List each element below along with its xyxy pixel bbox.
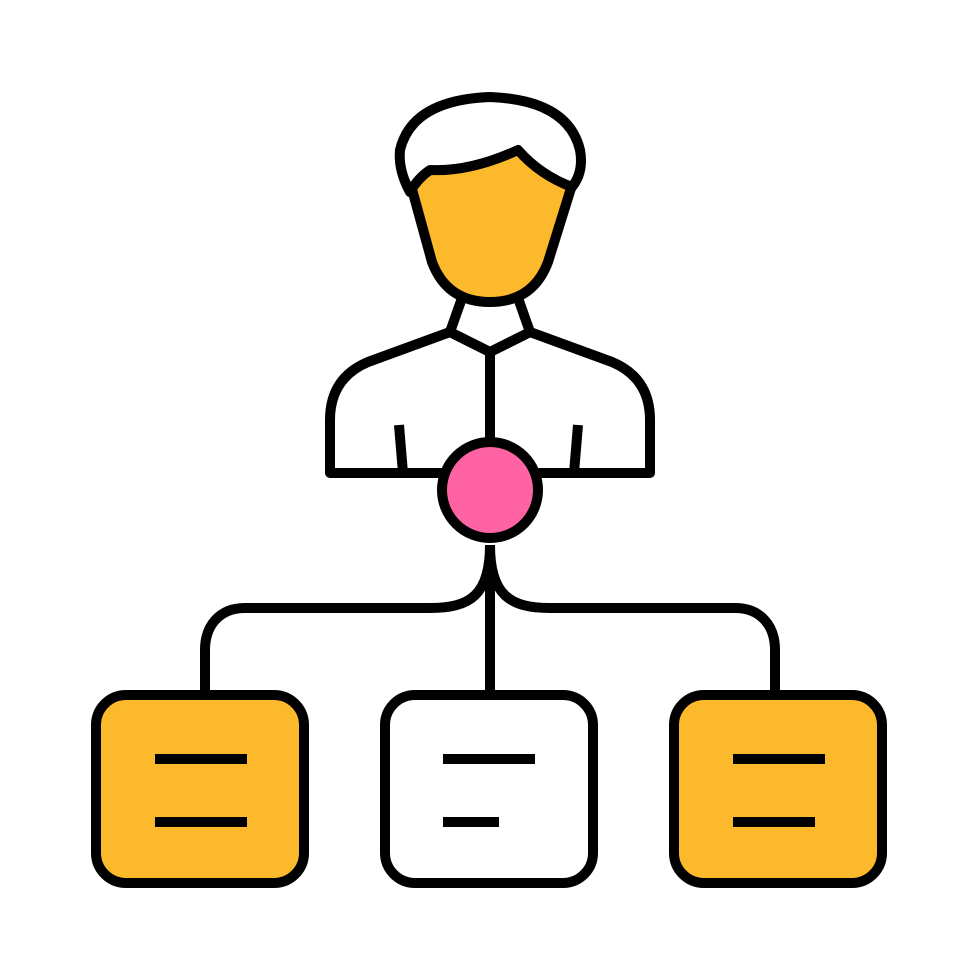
connector-right xyxy=(485,544,780,695)
right-arm-line xyxy=(569,424,583,474)
connector-left xyxy=(200,544,495,695)
left-document-box xyxy=(91,690,309,888)
hub-node xyxy=(437,437,543,543)
connector-lines xyxy=(200,544,780,695)
person-hair xyxy=(394,92,586,197)
right-document-box xyxy=(669,690,887,888)
center-document-box xyxy=(380,690,598,888)
left-arm-line xyxy=(394,424,408,474)
